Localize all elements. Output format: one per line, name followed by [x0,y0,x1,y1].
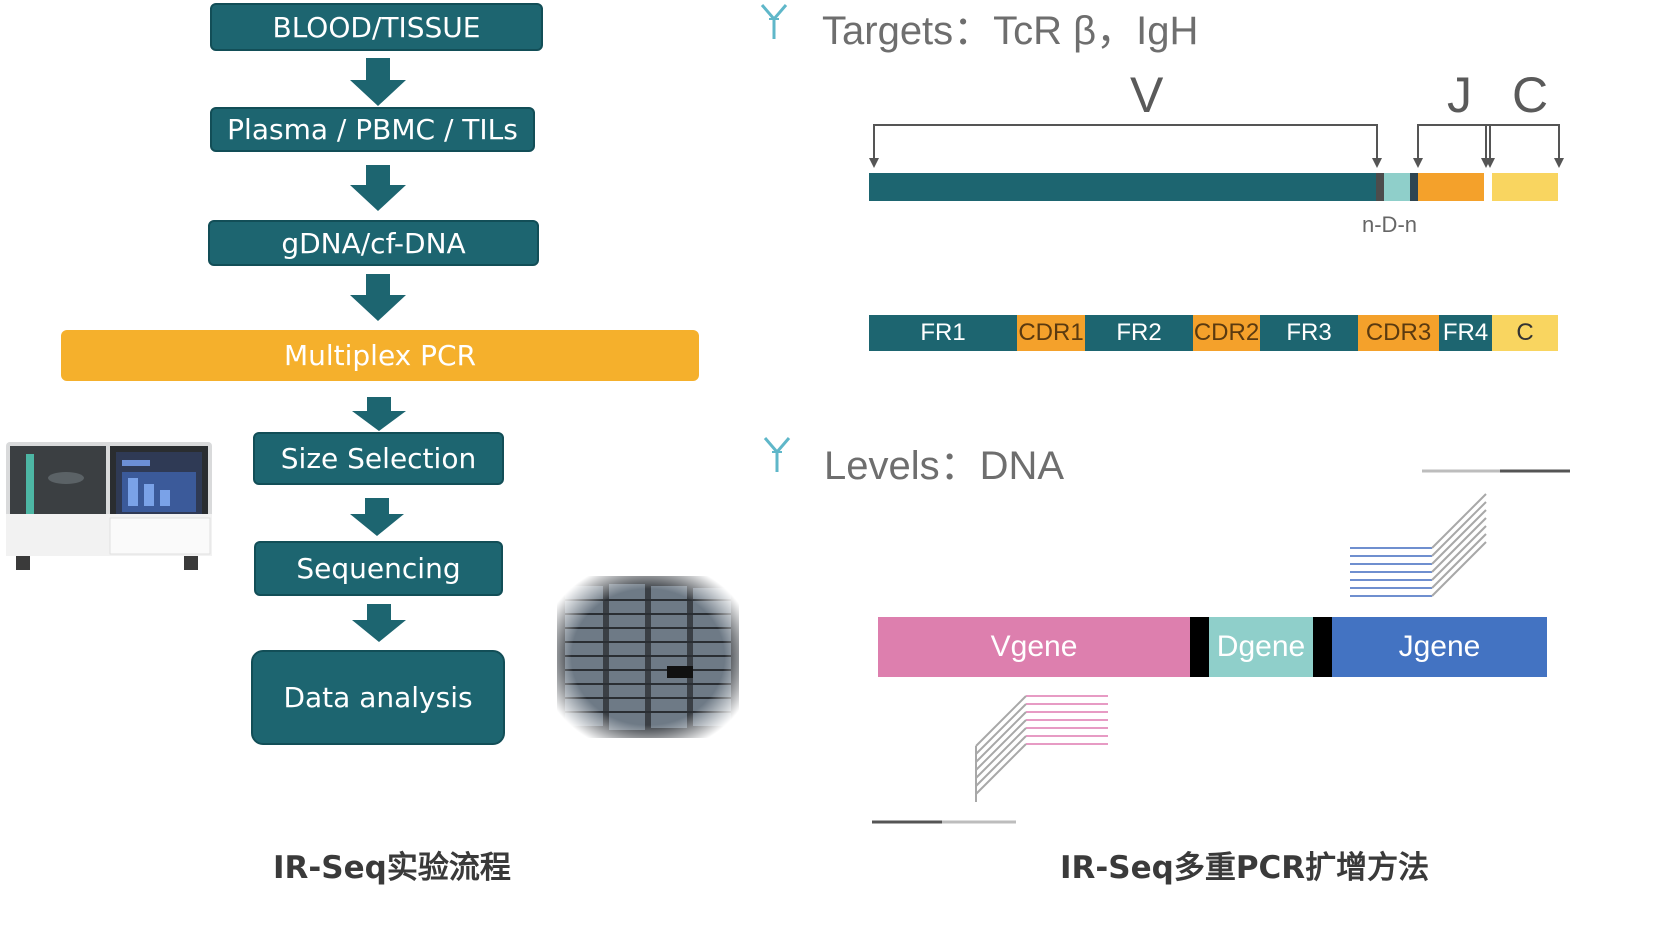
down-arrow-icon [350,274,406,321]
down-arrow-icon [350,58,406,106]
segment-fr3: FR3 [1260,315,1358,351]
step-size-selection: Size Selection [253,432,504,485]
down-arrow-icon [352,397,406,431]
step-gdna-cfdna: gDNA/cf-DNA [208,220,539,266]
junction-mark [1190,617,1209,677]
step-multiplex-pcr: Multiplex PCR [61,330,699,381]
down-arrow-icon [350,498,404,536]
segment-cdr2: CDR2 [1193,315,1260,351]
forward-primers [872,695,1108,824]
c-region-bar [1492,173,1558,201]
y-antibody-icon [760,4,788,39]
junction-mark [1376,173,1384,201]
server-rack-image [557,576,739,738]
region-label-c: C [1512,67,1549,123]
segment-fr2: FR2 [1085,315,1193,351]
d-region-bar [1384,173,1410,201]
junction-mark [1410,173,1418,201]
sequencer-machine-image [6,442,212,570]
segment-c: C [1492,315,1558,351]
step-sequencing: Sequencing [254,541,503,596]
levels-heading: Levels：DNA [824,444,1065,488]
step-data-analysis: Data analysis [251,650,505,745]
down-arrow-icon [352,604,406,642]
junction-mark [1313,617,1332,677]
segment-fr4: FR4 [1439,315,1492,351]
gene-j: Jgene [1332,617,1547,677]
region-label-v: V [1130,67,1164,123]
segment-cdr1: CDR1 [1017,315,1085,351]
gene-d: Dgene [1209,617,1313,677]
y-antibody-icon [763,437,791,472]
method-caption: IR-Seq多重PCR扩增方法 [1060,850,1430,886]
segment-cdr3: CDR3 [1358,315,1439,351]
reverse-primers [1350,469,1570,597]
j-region-bar [1418,173,1484,201]
workflow-caption: IR-Seq实验流程 [273,850,511,886]
region-brackets [869,124,1564,168]
step-blood-tissue: BLOOD/TISSUE [210,3,543,51]
region-label-j: J [1447,67,1472,123]
targets-heading: Targets：TcR β，IgH [822,9,1199,53]
segment-fr1: FR1 [869,315,1017,351]
ndn-label: n-D-n [1362,212,1418,237]
v-region-bar [869,173,1376,201]
gene-v: Vgene [878,617,1190,677]
step-plasma-pbmc-tils: Plasma / PBMC / TILs [210,107,535,152]
down-arrow-icon [350,165,406,211]
